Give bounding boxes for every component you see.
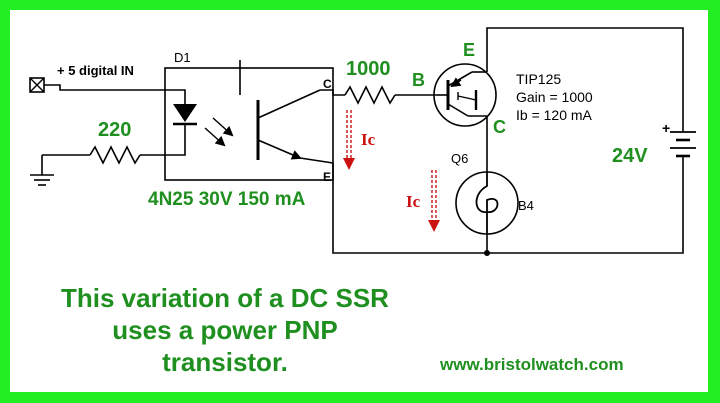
optocoupler-box [164,67,334,181]
phototransistor-icon [239,60,334,164]
pnp-transistor-icon [433,63,497,127]
website-link[interactable]: www.bristolwatch.com [440,355,624,374]
diagram-panel [10,10,708,392]
caption: This variation of a DC SSR uses a power … [20,282,430,378]
battery-icon [487,120,696,254]
pnp-emitter-pin: E [463,40,475,60]
return-wire [332,163,487,254]
battery-plus: + [662,120,670,136]
lamp-icon [455,171,519,256]
r-in-value: 220 [98,119,131,141]
transistor-model: TIP125 [516,71,561,87]
input-label: + 5 digital IN [57,63,134,78]
transistor-ref: Q6 [451,151,468,166]
current-arrow-2 [428,170,440,232]
transistor-ib: Ib = 120 mA [516,107,593,123]
collector-pin: C [323,77,332,91]
caption-line-1: This variation of a DC SSR [61,283,389,313]
resistor-220 [42,128,186,165]
emitter-pin: E [323,170,331,184]
current-label-2: Ic [406,192,421,211]
base-pin: B [412,70,425,90]
current-label-1: Ic [361,130,376,149]
d1-label: D1 [174,50,191,65]
optocoupler-spec: 4N25 30V 150 mA [148,189,306,210]
caption-line-3: transistor. [162,347,288,377]
led-icon [173,100,197,128]
ground-icon [30,155,54,186]
current-arrow-1 [343,110,355,170]
transistor-gain: Gain = 1000 [516,89,593,105]
lamp-ref: B4 [518,198,534,213]
input-terminal-icon [29,77,45,93]
pnp-collector-pin: C [493,117,506,137]
light-arrows-icon [204,117,234,147]
input-wire [44,84,186,100]
resistor-1000 [320,85,437,105]
caption-line-2: uses a power PNP [112,315,338,345]
r-base-value: 1000 [346,58,391,80]
battery-voltage: 24V [612,145,648,167]
emitter-wire [486,27,684,120]
